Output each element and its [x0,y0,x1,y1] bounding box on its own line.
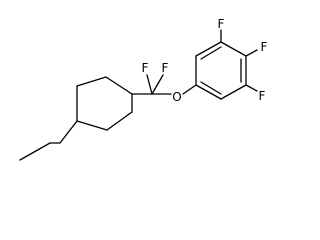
fluorine-label: F [261,40,268,54]
bond [245,84,258,92]
bond [151,74,164,95]
fluorine-label: F [142,61,149,75]
oxygen-label: O [172,90,181,104]
bond [19,142,51,161]
fluorine-label: F [259,89,266,103]
difluoromethylene-ether [131,74,197,95]
bond [195,84,222,100]
bond [106,111,133,131]
bond [105,76,133,95]
aromatic-inner-bond [200,81,222,95]
bond [76,76,107,87]
bond [182,84,197,95]
aromatic-inner-bond [200,46,222,60]
bond [245,49,258,57]
bond [59,120,78,144]
butyl-chain [19,120,78,161]
molecule-structure: F F O F F F [19,17,268,161]
bond [195,41,222,57]
bond [146,74,153,95]
fluorine-label: F [162,61,169,75]
bond [220,84,247,100]
trifluorophenyl-ring [195,29,258,100]
fluorine-label: F [218,17,225,31]
bond [76,120,108,131]
bond [220,41,247,57]
atom-labels: F F O F F F [142,17,268,104]
cyclohexane-ring [76,76,133,131]
